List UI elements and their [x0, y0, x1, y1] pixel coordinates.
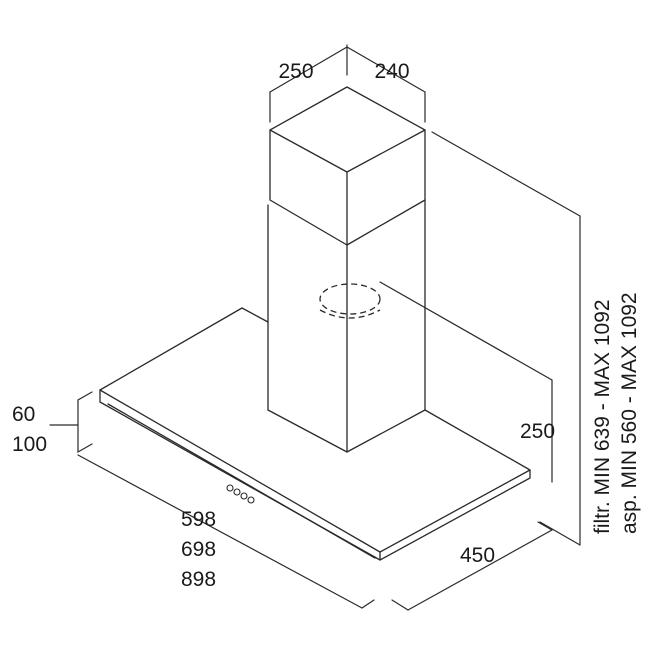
control-panel: [226, 484, 255, 504]
canopy-front-lip: [107, 403, 376, 559]
chimney-width-label: 240: [374, 60, 409, 83]
canopy-height-max-label: 100: [12, 433, 47, 456]
canopy-back-to-duct: [241, 307, 269, 323]
overall-top-leader: [431, 131, 581, 217]
depth-label: 450: [460, 544, 495, 567]
extraction-height-label: asp. MIN 560 - MAX 1092: [618, 292, 641, 534]
canopy-height-dimension: [49, 391, 93, 454]
chimney-depth-label: 250: [278, 60, 313, 83]
dim-right-diagonal: [346, 46, 426, 93]
outlet-ellipse-bottom: [319, 309, 381, 319]
duct-top-leader: [379, 281, 553, 381]
canopy-height-min-label: 60: [12, 403, 35, 426]
control-button: [247, 496, 255, 504]
dim-left-diagonal: [269, 46, 348, 93]
hood-canopy: [99, 307, 531, 561]
width-end-tick: [361, 599, 375, 609]
control-button: [233, 488, 241, 496]
control-button: [240, 492, 248, 500]
chimney-top-dimension: [269, 44, 426, 123]
width-label-3: 898: [181, 568, 216, 591]
width-label-2: 698: [181, 538, 216, 561]
canopy-right-face: [379, 469, 531, 561]
chimney-cap-top: [269, 86, 426, 173]
depth-start-tick: [391, 599, 409, 611]
depth-line: [407, 529, 553, 611]
duct-bottom-right: [346, 409, 426, 453]
outlet-ellipse-top: [319, 283, 381, 315]
canopy-back-left: [99, 307, 243, 391]
chimney-duct: [267, 199, 426, 453]
canopy-top-front-edge: [99, 389, 381, 553]
canopy-back-right: [424, 409, 531, 471]
depth-dimension: [391, 521, 553, 611]
exhaust-outlet: [319, 283, 381, 319]
height-bracket: [77, 391, 93, 454]
control-button: [226, 484, 234, 492]
canopy-front-face-left: [99, 389, 381, 561]
overall-height-dimension: [431, 131, 581, 546]
chimney-cap: [269, 86, 426, 246]
width-label-1: 598: [181, 508, 216, 531]
duct-height-dimension: [379, 281, 553, 483]
duct-bottom-left: [267, 409, 348, 453]
width-dimension: [77, 454, 375, 609]
duct-height-label: 250: [520, 420, 555, 443]
depth-end-tick: [537, 521, 553, 531]
filter-height-label: filtr. MIN 639 - MAX 1092: [591, 299, 614, 534]
overall-bottom-leader: [539, 521, 581, 546]
width-line: [77, 454, 363, 609]
